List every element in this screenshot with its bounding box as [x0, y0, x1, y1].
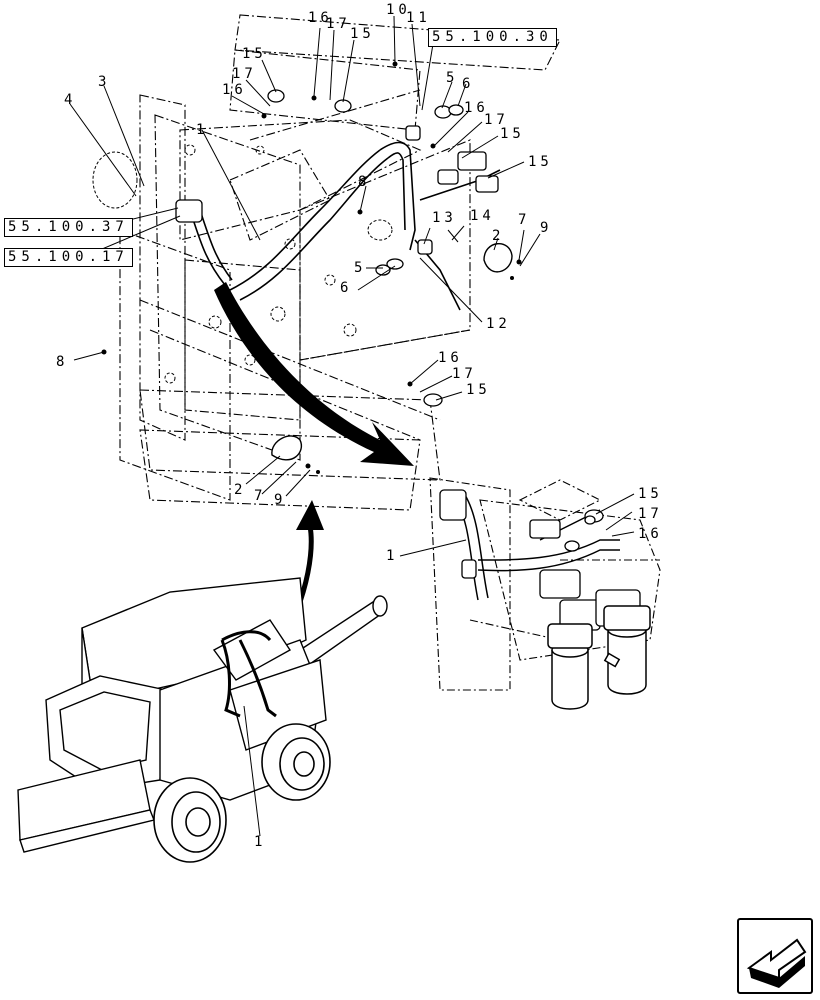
callout-14: 14: [470, 208, 495, 224]
callout-16: 16: [438, 350, 463, 366]
ref-box-55-100-17[interactable]: 55.100.17: [4, 248, 133, 267]
frame-assembly: [119, 14, 561, 511]
callout-15: 15: [638, 486, 663, 502]
callout-9: 9: [540, 220, 552, 236]
machine-leader: [243, 705, 261, 837]
callout-4: 4: [64, 92, 76, 108]
harvester-wheels: [153, 723, 331, 863]
callout-16: 16: [222, 82, 247, 98]
callout-2: 2: [492, 228, 504, 244]
callout-15: 15: [350, 26, 375, 42]
callout-17: 17: [326, 16, 351, 32]
callout-16: 16: [308, 10, 333, 26]
callout-15: 15: [528, 154, 553, 170]
callout-3: 3: [98, 74, 110, 90]
back-button[interactable]: [737, 918, 813, 994]
callout-1: 1: [386, 548, 398, 564]
pointer-arrow: [447, 229, 459, 243]
callout-13: 13: [432, 210, 457, 226]
callout-15: 15: [466, 382, 491, 398]
inset-filters: [547, 605, 651, 710]
callout-16: 16: [464, 100, 489, 116]
callout-17: 17: [452, 366, 477, 382]
leader-lines: [69, 15, 541, 497]
ref-box-55-100-37[interactable]: 55.100.37: [4, 218, 133, 237]
ref-label: 55.100.17: [8, 249, 129, 265]
callout-7: 7: [254, 488, 266, 504]
sensor-part-2: [271, 242, 513, 461]
inset-fittings: [439, 489, 641, 631]
callout-1: 1: [254, 834, 266, 850]
callout-8: 8: [358, 174, 370, 190]
harvester-hose-highlight: [220, 630, 277, 718]
back-arrow-icon: [746, 938, 807, 988]
callout-5: 5: [354, 260, 366, 276]
callouts: 10 16 17 15 11 15 17 16 3 4 1 8 8 5 6 16…: [56, 2, 663, 850]
ref-label: 55.100.37: [8, 219, 129, 235]
callout-6: 6: [462, 76, 474, 92]
callout-9: 9: [274, 492, 286, 508]
callout-15: 15: [242, 46, 267, 62]
callout-12: 12: [486, 316, 511, 332]
callout-17: 17: [232, 66, 257, 82]
callout-15: 15: [500, 126, 525, 142]
callout-17: 17: [484, 112, 509, 128]
callout-6: 6: [340, 280, 352, 296]
inset-leaders: [399, 493, 635, 557]
callout-7: 7: [518, 212, 530, 228]
callout-10: 10: [386, 2, 411, 18]
callout-2: 2: [234, 482, 246, 498]
detail-arrow: [214, 282, 414, 466]
callout-8: 8: [56, 354, 68, 370]
ref-label: 55.100.30: [432, 29, 553, 45]
ref-box-55-100-30[interactable]: 55.100.30: [428, 28, 557, 47]
callout-1: 1: [196, 122, 208, 138]
callout-16: 16: [638, 526, 663, 542]
frame-holes: [92, 144, 393, 384]
callout-17: 17: [638, 506, 663, 522]
callout-11: 11: [406, 10, 431, 26]
callout-5: 5: [446, 70, 458, 86]
